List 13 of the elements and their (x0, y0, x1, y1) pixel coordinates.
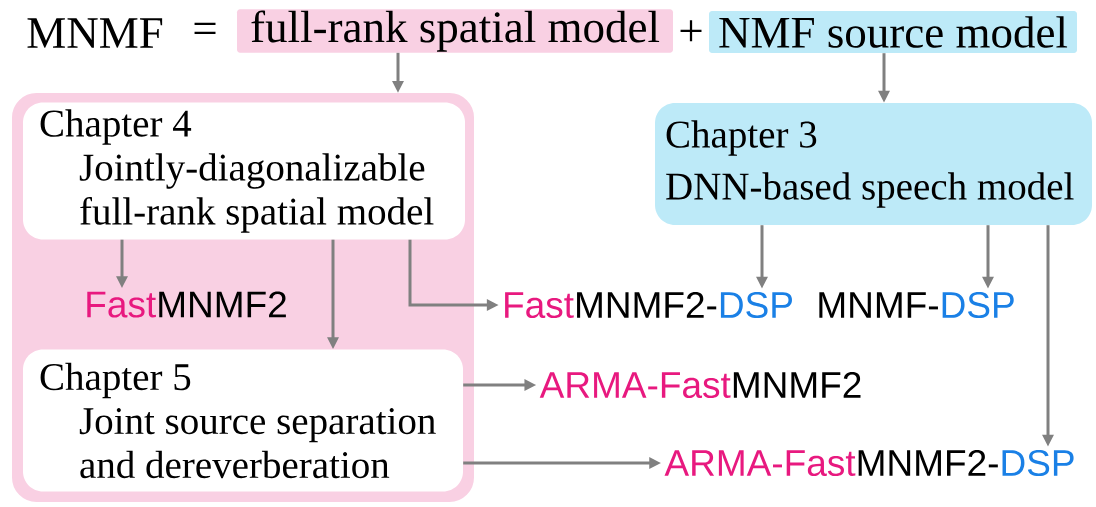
method-name: FastMNMF2 (87, 291, 286, 318)
plus-sign: + (680, 20, 702, 42)
chapter-box: Chapter 3 DNN-based speech model (655, 103, 1092, 225)
method-name: ARMA-FastMNMF2 (539, 371, 861, 399)
term-text: MNMF (27, 18, 163, 48)
equals-sign: = (194, 22, 216, 34)
method-name: ARMA-FastMNMF2-DSP (664, 449, 1074, 477)
chapter-box: Chapter 4 Jointly-diagonalizable full-rank spatial model (23, 102, 465, 240)
method-name: MNMF-DSP (819, 291, 1014, 319)
chapter-box: Chapter 5 Joint source separation and dereverberation (23, 349, 463, 492)
method-name: FastMNMF2-DSP (505, 291, 792, 319)
highlighted-term: full-rank spatial model (237, 9, 673, 53)
highlighted-term: NMF source model (709, 11, 1077, 53)
